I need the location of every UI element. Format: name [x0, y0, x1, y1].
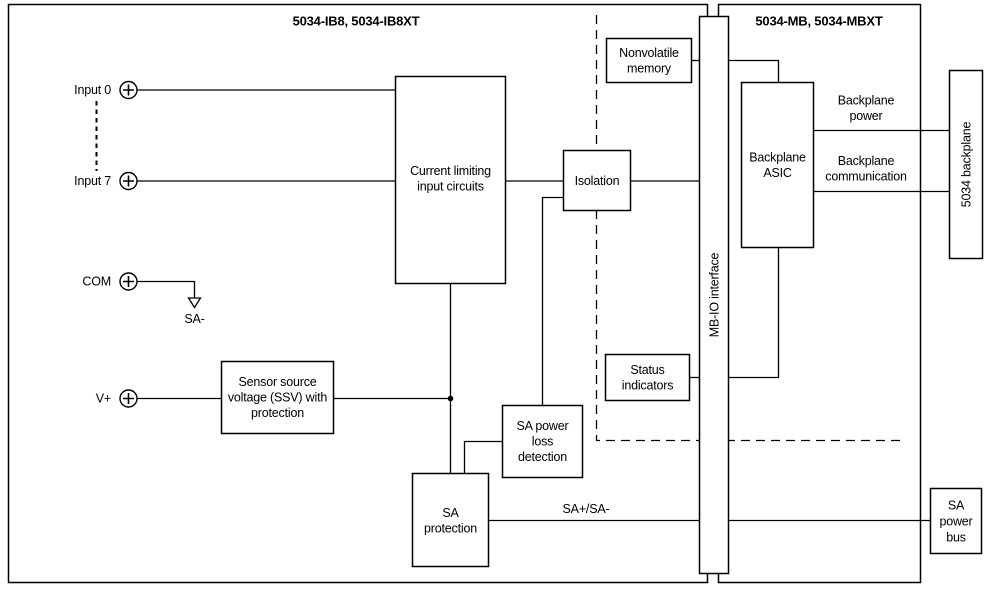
nonvolatile-memory-label-line1: Nonvolatile [619, 46, 679, 60]
status-indicators-block [604, 353, 691, 402]
backplane-power-label-line1: Backplane [838, 94, 895, 108]
sa-protection-label-line1: SA [442, 506, 459, 520]
status-indicators-label-line2: indicators [622, 379, 674, 393]
current-limiting-label-line1: Current limiting [410, 164, 491, 178]
vplus-terminal-cross-icon [123, 393, 134, 404]
backplane-power-label-line2: power [849, 109, 882, 123]
input7-label: Input 7 [74, 174, 111, 188]
terminal-icons [119, 80, 138, 408]
wire-saloss-to-saprotection [463, 440, 503, 474]
isolation-label: Isolation [575, 174, 620, 188]
ssv-block [220, 360, 335, 435]
com-label: COM [82, 275, 111, 289]
left-module-section-border [7, 3, 709, 584]
sa-minus-arrow-icon [187, 297, 202, 309]
mb-io-interface-bar [698, 15, 730, 575]
wire-asic-to-mbio-bottom [728, 247, 780, 379]
backplane-asic-label-line1: Backplane [749, 151, 806, 165]
wire-com-to-saminus [137, 280, 196, 298]
nonvolatile-memory-block [605, 37, 693, 84]
sa-power-loss-label-line2: loss [532, 435, 553, 449]
backplane-5034-label: 5034 backplane [960, 122, 974, 208]
left-section-title: 5034-IB8, 5034-IB8XT [293, 14, 420, 29]
right-section-title: 5034-MB, 5034-MBXT [755, 14, 882, 29]
current-limiting-label-line2: input circuits [417, 180, 484, 194]
vplus-label: V+ [96, 392, 111, 406]
ssv-label-line3: protection [251, 406, 304, 420]
sa-protection-block [411, 472, 490, 568]
sa-power-bus-label-line2: power [939, 515, 972, 529]
isolation-block [562, 149, 632, 212]
component-blocks [220, 15, 984, 575]
ssv-label-line1: Sensor source [239, 375, 317, 389]
wire-mbio-to-asic-top [728, 59, 780, 83]
junction-dot [447, 395, 454, 402]
current-limiting-block [394, 75, 507, 285]
sa-protection-label-line2: protection [424, 522, 477, 536]
sa-power-loss-label-line1: SA power [517, 419, 569, 433]
input0-terminal-cross-icon [123, 84, 134, 96]
sa-power-bus-label-line3: bus [946, 531, 966, 545]
ssv-label-line2: voltage (SSV) with [228, 391, 327, 405]
sa-power-loss-block [501, 404, 584, 479]
wire-isolation-to-saloss [541, 196, 564, 406]
status-indicators-label-line1: Status [630, 363, 664, 377]
com-terminal-cross-icon [123, 276, 134, 287]
sa-power-bus-block [929, 487, 983, 555]
nonvolatile-memory-label-line2: memory [627, 62, 672, 76]
backplane-asic-block [740, 81, 815, 249]
sa-power-bus-label-line1: SA [948, 499, 965, 513]
sa-plus-minus-label: SA+/SA- [563, 502, 610, 516]
input7-terminal-cross-icon [123, 175, 134, 187]
sa-power-loss-label-line3: detection [518, 450, 567, 464]
sa-minus-label: SA- [184, 312, 204, 326]
backplane-communication-label-line2: communication [825, 170, 907, 184]
backplane-asic-label-line2: ASIC [763, 166, 792, 180]
mb-io-interface-label: MB-IO interface [708, 252, 722, 337]
input0-label: Input 0 [74, 83, 111, 97]
backplane-5034-block [948, 69, 984, 260]
backplane-communication-label-line1: Backplane [838, 154, 895, 168]
